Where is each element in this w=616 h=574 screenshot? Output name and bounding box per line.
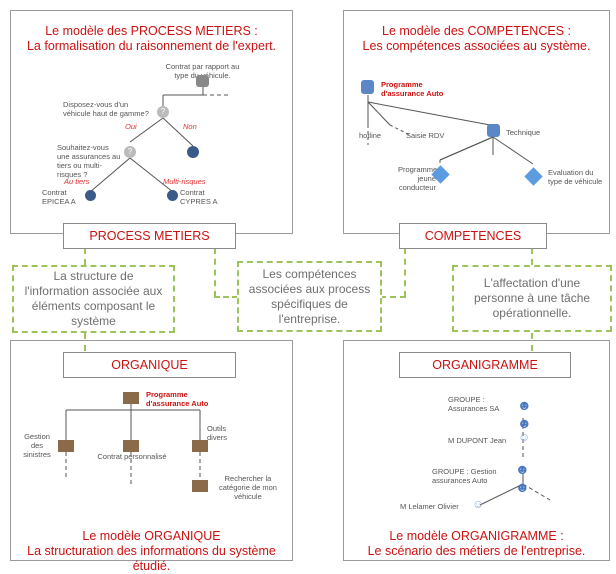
box-icon xyxy=(123,440,139,452)
box-icon xyxy=(58,440,74,452)
process-title-line2: La formalisation du raisonnement de l'ex… xyxy=(26,39,277,53)
structure-text: La structure de l'information associée a… xyxy=(24,269,163,328)
connector xyxy=(84,248,86,265)
structure-box: La structure de l'information associée a… xyxy=(12,265,175,333)
recherche-label: Rechercher la catégorie de mon véhicule xyxy=(219,474,277,501)
technique-label: Technique xyxy=(506,128,541,137)
tiers-label: Au tiers xyxy=(64,177,90,186)
connector xyxy=(214,248,216,297)
oui-label: Oui xyxy=(125,122,137,131)
saisie-label: Saisie RDV xyxy=(406,131,445,140)
connector xyxy=(404,248,406,297)
process-metiers-band: PROCESS METIERS xyxy=(63,223,236,249)
person-icon: ☺ xyxy=(472,497,485,511)
multi-label: Multi-risques xyxy=(163,177,206,186)
process-title-line1: Le modèle des PROCESS METIERS : xyxy=(45,24,258,38)
group-icon: ☻☻ xyxy=(517,397,532,431)
box-icon xyxy=(123,392,139,404)
process-title: Le modèle des PROCESS METIERS : La forma… xyxy=(11,24,292,54)
eval-label: Evaluation du type de véhicule xyxy=(548,168,603,186)
process-panel: Le modèle des PROCESS METIERS : La forma… xyxy=(10,10,293,234)
non-label: Non xyxy=(183,122,197,131)
person1-label: M DUPONT Jean xyxy=(448,436,507,445)
person2-label: M Lelamer Olivier xyxy=(400,502,459,511)
competences-root-label: Programme d'assurance Auto xyxy=(381,80,444,98)
program-icon xyxy=(361,80,374,94)
organique-title-line1: Le modèle ORGANIQUE xyxy=(82,529,221,543)
group1-label: GROUPE : Assurances SA xyxy=(448,395,500,413)
connector xyxy=(214,296,238,298)
hotline-label: hotline xyxy=(359,131,382,140)
organigramme-title: Le modèle ORGANIGRAMME : Le scénario des… xyxy=(344,529,609,559)
competences-process-text: Les compétences associées aux process sp… xyxy=(248,266,371,326)
competences-process-box: Les compétences associées aux process sp… xyxy=(237,261,382,332)
affectation-box: L'affectation d'une personne à une tâche… xyxy=(452,265,612,332)
organique-band: ORGANIQUE xyxy=(63,352,236,378)
skill-icon xyxy=(487,124,500,137)
connector xyxy=(84,333,86,351)
group-icon: ☻☻ xyxy=(515,461,530,495)
connector xyxy=(531,248,533,265)
car-icon xyxy=(196,75,209,87)
question-icon: ? xyxy=(157,106,169,118)
question2-label: Souhaitez-vous une assurances au tiers o… xyxy=(57,143,121,179)
connector xyxy=(531,333,533,351)
competences-title-line1: Le modèle des COMPETENCES : xyxy=(382,24,571,38)
jeune-label: Programme jeune conducteur xyxy=(398,165,438,192)
outils-label: Outils divers xyxy=(207,424,228,442)
contrat-label: Contrat personnalisé xyxy=(97,452,167,461)
person-icon: ☺ xyxy=(518,430,531,444)
box-icon xyxy=(192,480,208,492)
competences-title: Le modèle des COMPETENCES : Les compéten… xyxy=(344,24,609,54)
connector xyxy=(380,296,406,298)
affectation-text: L'affectation d'une personne à une tâche… xyxy=(473,276,591,320)
question1-label: Disposez-vous d'un véhicule haut de gamm… xyxy=(63,100,149,118)
gestion-label: Gestion des sinistres xyxy=(23,432,51,459)
tree-lines xyxy=(65,87,551,506)
organique-root-label: Programme d'assurance Auto xyxy=(146,390,209,408)
organigramme-band: ORGANIGRAMME xyxy=(399,352,571,378)
leaf2-label: Contrat CYPRES A xyxy=(180,188,218,206)
result-icon xyxy=(167,190,178,201)
organigramme-title-line1: Le modèle ORGANIGRAMME : xyxy=(389,529,564,543)
competences-title-line2: Les compétences associées au système. xyxy=(362,39,591,53)
result-icon xyxy=(85,190,96,201)
result-icon xyxy=(187,146,199,158)
leaf1-label: Contrat EPICEA A xyxy=(42,188,76,206)
organigramme-title-line2: Le scénario des métiers de l'entreprise. xyxy=(367,544,586,558)
box-icon xyxy=(192,440,208,452)
competences-band: COMPETENCES xyxy=(399,223,547,249)
question-icon: ? xyxy=(124,146,136,158)
group2-label: GROUPE : Gestion assurances Auto xyxy=(432,467,497,485)
